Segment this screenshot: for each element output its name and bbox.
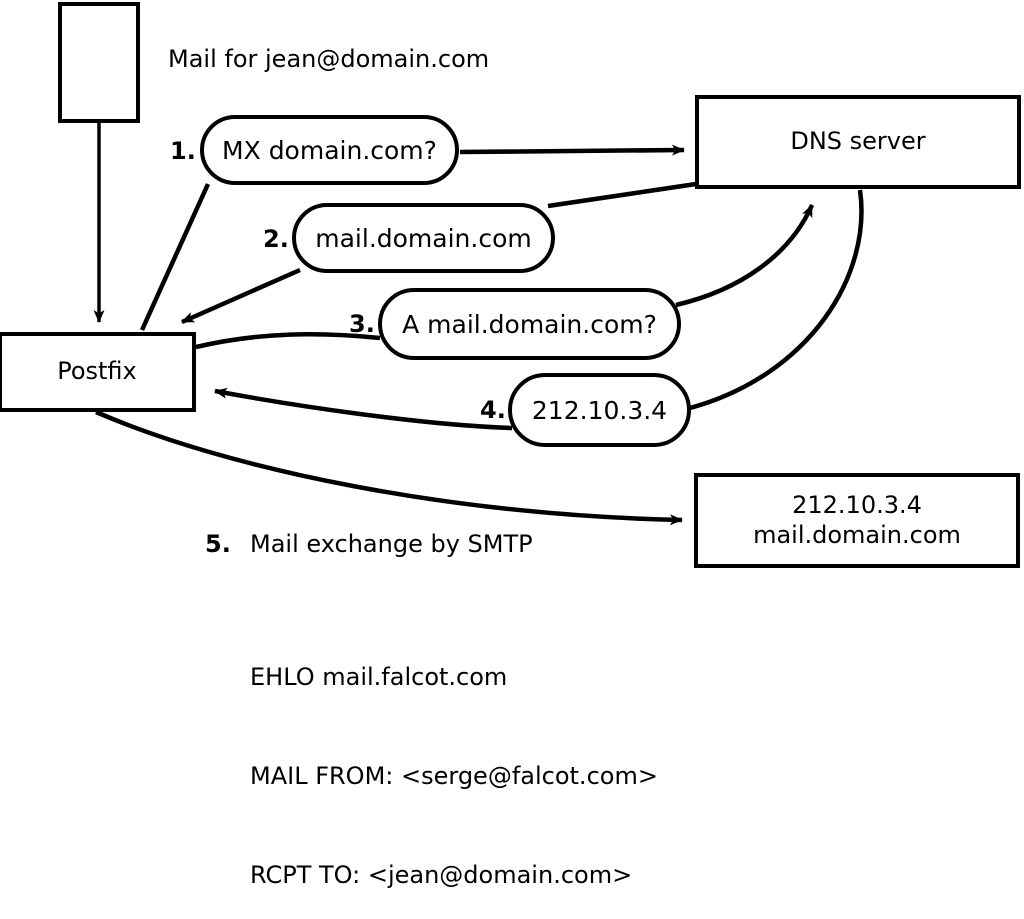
step-1-bubble: MX domain.com? [200,115,459,185]
step-2-number: 2. [263,225,289,253]
smtp-line: EHLO mail.falcot.com [250,663,508,691]
line-postfix-to-step3 [195,332,381,350]
arrow-step5-smtp [95,409,683,526]
step-2-bubble-label: mail.domain.com [315,223,532,253]
postfix-box: Postfix [0,332,196,412]
line-dns-to-step2 [547,181,697,209]
remote-mail-server-hostname: mail.domain.com [753,520,961,549]
step-5-label: Mail exchange by SMTP [250,530,533,558]
step-3-bubble-label: A mail.domain.com? [402,309,657,339]
smtp-line: MAIL FROM: <serge@falcot.com> [250,762,658,790]
source-mail-box [58,2,140,123]
smtp-line: RCPT TO: <jean@domain.com> [250,861,633,889]
remote-mail-server-ip: 212.10.3.4 [792,491,922,520]
arrow-step1-to-dns [459,144,685,156]
step-4-bubble-label: 212.10.3.4 [531,395,668,425]
line-dns-to-step4 [689,189,864,411]
arrow-step2-to-postfix [181,267,301,325]
step-2-bubble: mail.domain.com [292,203,555,273]
remote-mail-server-box: 212.10.3.4 mail.domain.com [694,473,1020,568]
dns-server-box: DNS server [695,95,1021,189]
smtp-transcript: EHLO mail.falcot.com MAIL FROM: <serge@f… [250,595,658,919]
dns-server-label: DNS server [790,127,926,156]
step-1-bubble-label: MX domain.com? [222,135,437,165]
step-1-number: 1. [170,137,196,165]
step-4-bubble: 212.10.3.4 [508,373,691,447]
arrow-step3-to-dns [675,204,815,308]
step-4-number: 4. [480,396,506,424]
step-3-bubble: A mail.domain.com? [378,288,681,360]
step-5-number: 5. [205,530,231,558]
postfix-label: Postfix [57,357,137,386]
step-3-number: 3. [349,310,375,338]
line-postfix-to-step1 [139,183,211,331]
incoming-mail-caption: Mail for jean@domain.com [168,45,490,73]
arrow-step4-to-postfix [214,387,513,431]
